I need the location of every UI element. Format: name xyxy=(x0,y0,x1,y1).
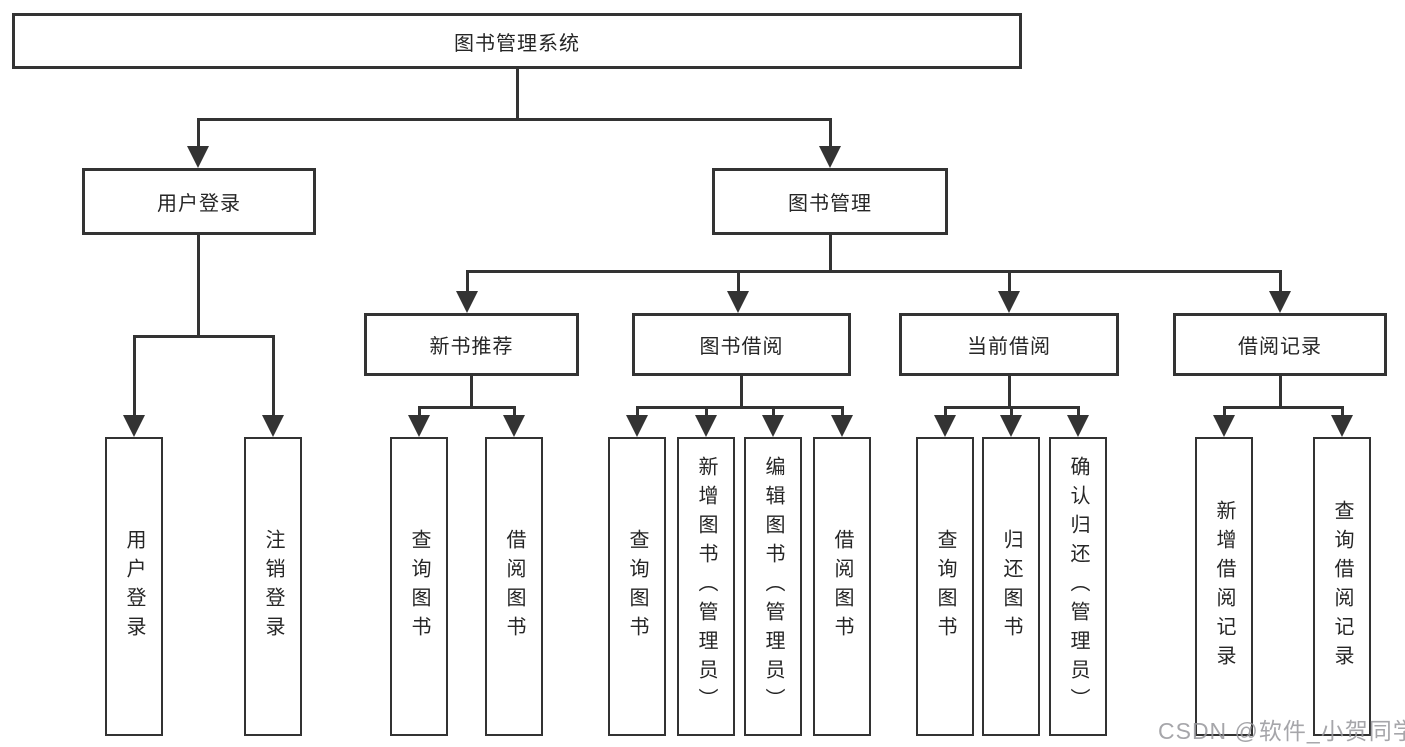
connector-line xyxy=(772,406,775,418)
arrowhead-icon xyxy=(998,291,1020,313)
arrowhead-icon xyxy=(262,415,284,437)
arrowhead-icon xyxy=(819,146,841,168)
leaf-label: 归还图书 xyxy=(1000,528,1022,645)
leaf-query-books-current: 查询图书 xyxy=(916,437,974,736)
node-borrow-records: 借阅记录 xyxy=(1173,313,1387,376)
arrowhead-icon xyxy=(456,291,478,313)
leaf-add-books-admin: 新增图书（管理员） xyxy=(677,437,735,736)
leaf-logout: 注销登录 xyxy=(244,437,302,736)
leaf-label: 用户登录 xyxy=(123,528,145,645)
leaf-query-borrow-record: 查询借阅记录 xyxy=(1313,437,1371,736)
connector-line xyxy=(197,118,832,121)
connector-line xyxy=(1077,406,1080,418)
arrowhead-icon xyxy=(762,415,784,437)
leaf-query-books-newbooks: 查询图书 xyxy=(390,437,448,736)
connector-line xyxy=(1223,406,1344,409)
arrowhead-icon xyxy=(934,415,956,437)
connector-line xyxy=(1341,406,1344,418)
arrowhead-icon xyxy=(727,291,749,313)
leaf-borrow-books-borrowing: 借阅图书 xyxy=(813,437,871,736)
leaf-borrow-books-newbooks: 借阅图书 xyxy=(485,437,543,736)
leaf-query-books-borrowing: 查询图书 xyxy=(608,437,666,736)
connector-line xyxy=(1008,270,1011,292)
arrowhead-icon xyxy=(695,415,717,437)
leaf-label: 查询图书 xyxy=(934,528,956,645)
connector-line xyxy=(841,406,844,418)
arrowhead-icon xyxy=(1213,415,1235,437)
leaf-label: 确认归还（管理员） xyxy=(1067,456,1089,717)
leaf-label: 新增图书（管理员） xyxy=(695,456,717,717)
connector-line xyxy=(272,335,275,415)
leaf-label: 注销登录 xyxy=(262,528,284,645)
arrowhead-icon xyxy=(408,415,430,437)
connector-line xyxy=(1223,406,1226,418)
connector-line xyxy=(466,270,1282,273)
node-book-borrowing: 图书借阅 xyxy=(632,313,851,376)
leaf-add-borrow-record: 新增借阅记录 xyxy=(1195,437,1253,736)
leaf-user-login: 用户登录 xyxy=(105,437,163,736)
arrowhead-icon xyxy=(626,415,648,437)
connector-line xyxy=(636,406,844,409)
connector-line xyxy=(197,235,200,338)
leaf-return-books: 归还图书 xyxy=(982,437,1040,736)
node-new-book-recommend: 新书推荐 xyxy=(364,313,579,376)
connector-line xyxy=(418,406,516,409)
arrowhead-icon xyxy=(187,146,209,168)
node-user-login: 用户登录 xyxy=(82,168,316,235)
leaf-label: 查询图书 xyxy=(626,528,648,645)
arrowhead-icon xyxy=(503,415,525,437)
leaf-label: 借阅图书 xyxy=(831,528,853,645)
arrowhead-icon xyxy=(1269,291,1291,313)
node-book-management: 图书管理 xyxy=(712,168,948,235)
connector-line xyxy=(740,376,743,409)
leaf-label: 借阅图书 xyxy=(503,528,525,645)
connector-line xyxy=(513,406,516,418)
connector-line xyxy=(516,68,519,121)
arrowhead-icon xyxy=(123,415,145,437)
connector-line xyxy=(1279,270,1282,292)
connector-line xyxy=(705,406,708,418)
leaf-label: 查询借阅记录 xyxy=(1331,499,1353,674)
connector-line xyxy=(829,235,832,273)
connector-line xyxy=(1010,406,1013,418)
arrowhead-icon xyxy=(1067,415,1089,437)
connector-line xyxy=(466,270,469,292)
connector-line xyxy=(418,406,421,418)
csdn-watermark: CSDN @软件_小贺同学 xyxy=(1158,718,1405,744)
connector-line xyxy=(470,376,473,409)
leaf-edit-books-admin: 编辑图书（管理员） xyxy=(744,437,802,736)
connector-line xyxy=(829,118,832,148)
arrowhead-icon xyxy=(1331,415,1353,437)
connector-line xyxy=(197,118,200,148)
leaf-label: 查询图书 xyxy=(408,528,430,645)
leaf-confirm-return-admin: 确认归还（管理员） xyxy=(1049,437,1107,736)
leaf-label: 新增借阅记录 xyxy=(1213,499,1235,674)
connector-line xyxy=(1279,376,1282,409)
arrowhead-icon xyxy=(1000,415,1022,437)
leaf-label: 编辑图书（管理员） xyxy=(762,456,784,717)
node-current-borrowing: 当前借阅 xyxy=(899,313,1119,376)
connector-line xyxy=(1008,376,1011,409)
connector-line xyxy=(133,335,275,338)
connector-line xyxy=(636,406,639,418)
connector-line xyxy=(944,406,947,418)
node-root-system: 图书管理系统 xyxy=(12,13,1022,69)
connector-line xyxy=(737,270,740,292)
arrowhead-icon xyxy=(831,415,853,437)
connector-line xyxy=(133,335,136,415)
